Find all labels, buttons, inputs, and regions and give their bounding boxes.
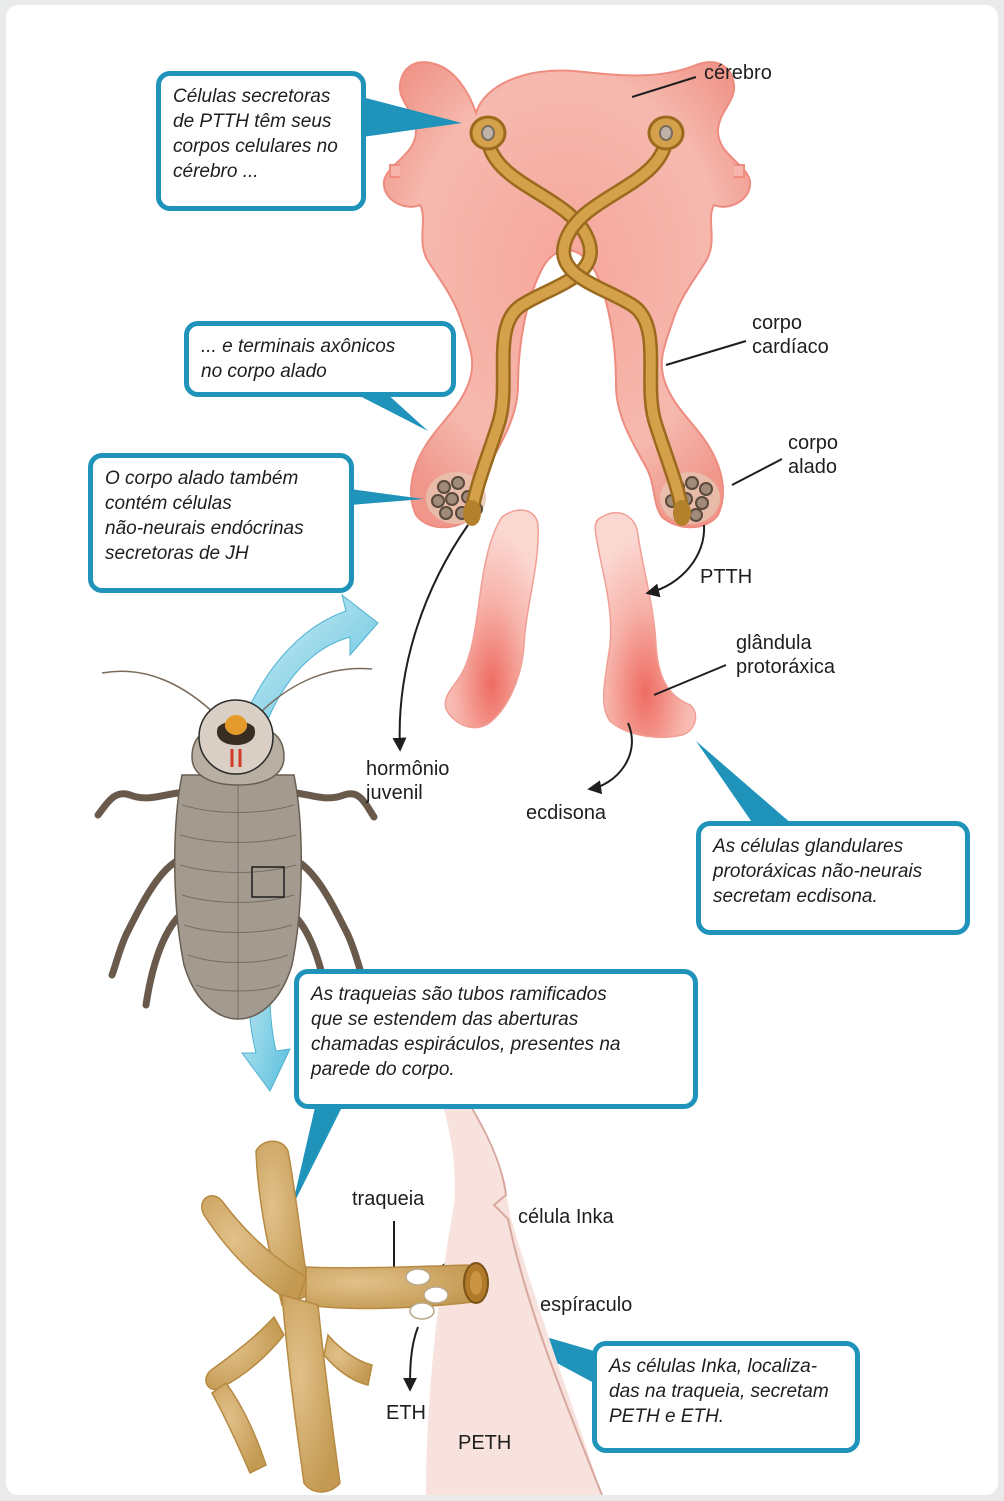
callout-corpus-allatum: O corpo alado também contém células não-… [88, 453, 354, 593]
blue-transition-arrow-icon [242, 595, 378, 729]
callout-ptth-cells-text: Células secretoras de PTTH têm seus corp… [173, 84, 349, 184]
label-corpus-cardiacum: corpo cardíaco [752, 311, 829, 359]
callout-tracheae-text: As traqueias são tubos ramificados que s… [311, 982, 681, 1082]
prothoracic-gland-left [445, 510, 538, 728]
label-ptth: PTTH [700, 565, 752, 589]
ecdysone-arrow-icon [590, 723, 632, 789]
label-prothoracic-gland: glândula protoráxica [736, 631, 835, 679]
callout-corpus-allatum-text: O corpo alado também contém células não-… [105, 466, 337, 566]
callout-axon-terminals-text: ... e terminais axônicos no corpo alado [201, 334, 439, 384]
callout-axon-terminals: ... e terminais axônicos no corpo alado [184, 321, 456, 397]
prothoracic-gland-right [595, 513, 695, 738]
insect-endocrine-diagram [6, 5, 998, 1495]
eth-arrow-icon [410, 1327, 418, 1389]
callout-inka-cells-text: As células Inka, localiza- das na traque… [609, 1354, 843, 1429]
callout-prothoracic-text: As células glandulares protoráxicas não-… [713, 834, 953, 909]
label-spiracle: espíraculo [540, 1293, 632, 1317]
callout-prothoracic: As células glandulares protoráxicas não-… [696, 821, 970, 935]
ptth-arrow-icon [648, 525, 704, 593]
cockroach-icon [98, 668, 374, 1019]
brain-structure [384, 62, 750, 527]
brain-icon [384, 62, 750, 527]
label-ecdysone: ecdisona [526, 801, 606, 825]
callout-tracheae: As traqueias são tubos ramificados que s… [294, 969, 698, 1109]
label-juvenile-hormone: hormônio juvenil [366, 757, 449, 805]
label-trachea: traqueia [352, 1187, 424, 1211]
callout-ptth-cells: Células secretoras de PTTH têm seus corp… [156, 71, 366, 211]
prothoracic-glands [445, 510, 695, 737]
label-eth: ETH [386, 1401, 426, 1425]
figure-page: Células secretoras de PTTH têm seus corp… [6, 5, 998, 1495]
label-brain: cérebro [704, 61, 772, 85]
callout-inka-cells: As células Inka, localiza- das na traque… [592, 1341, 860, 1453]
label-corpus-allatum: corpo alado [788, 431, 838, 479]
label-inka-cell: célula Inka [518, 1205, 614, 1229]
label-peth: PETH [458, 1431, 511, 1455]
